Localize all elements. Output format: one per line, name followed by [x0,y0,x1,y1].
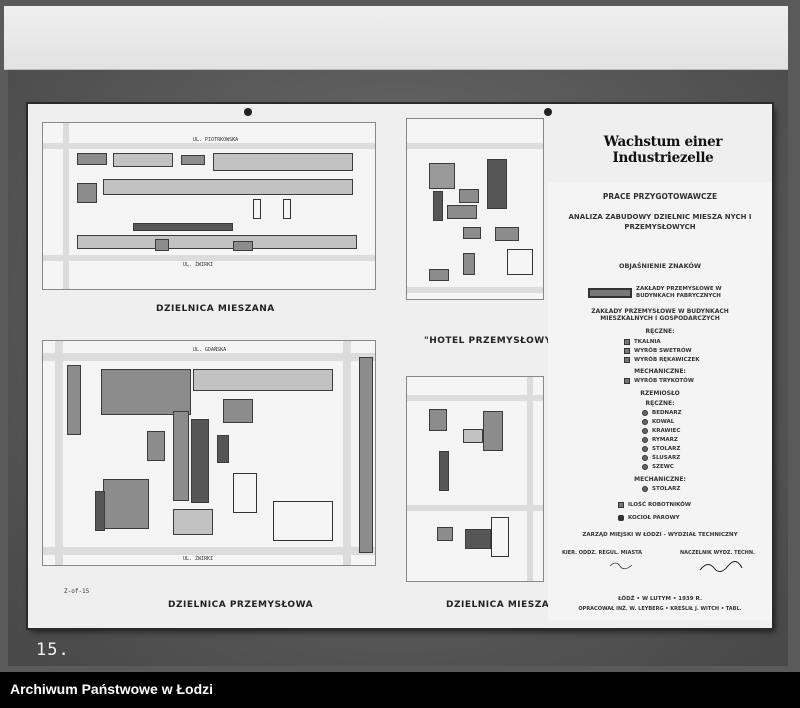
circle-icon [642,419,648,425]
legend-heading: OBJAŚNIENIE ZNAKÓW [618,262,702,270]
circle-icon [642,455,648,461]
legend-boiler: KOCIOŁ PAROWY [628,515,680,521]
square-icon [624,357,630,363]
caption-bottom-left: DZIELNICA PRZEMYSŁOWA [168,600,314,610]
section-title: PRACE PRZYGOTOWAWCZE [602,192,718,201]
board-title: Wachstum einer Industriezelle [603,134,723,166]
map-industrial-hotel [406,118,544,300]
manual-heading: RĘCZNE: [645,328,675,335]
boiler-icon [618,515,624,521]
square-icon [624,378,630,384]
legend-panel: Wachstum einer Industriezelle PRACE PRZY… [548,106,772,626]
craft-manual-heading: RĘCZNE: [645,400,675,407]
planning-board: UL. PIOTRKOWSKA UL. ŻWIRKI DZIELNICA MIE… [28,104,772,628]
craft-heading: RZEMIOSŁO [640,390,680,397]
legend-workers: ILOŚĆ ROBOTNIKÓW [628,502,691,508]
mechanical-heading: MECHANICZNE: [634,368,686,375]
map-industrial-district: UL. GDAŃSKA UL. ŻWIRKI [42,340,376,566]
signature-right-mark [699,561,743,572]
craft-item: SZEWC [652,464,674,470]
subtitle: ANALIZA ZABUDOWY DZIELNIC MIESZA NYCH I … [568,213,752,231]
manual-item: WYRÓB RĘKAWICZEK [634,357,700,363]
caption-top-right: "HOTEL PRZEMYSŁOWY" [424,336,557,346]
circle-icon [642,410,648,416]
craft-mechanical-heading: MECHANICZNE: [634,476,686,483]
craft-mechanical-item: STOLARZ [652,486,681,492]
date-line: ŁÓDŹ • W LUTYM • 1939 R. [618,596,702,602]
circle-icon [642,437,648,443]
pin-icon [244,108,252,116]
circle-icon [642,464,648,470]
manual-item: WYRÓB SWETRÓW [634,348,692,354]
signature-right: NACZELNIK WYDZ. TECHN. [680,550,755,556]
manual-item: TKALNIA [634,339,661,345]
map-mixed-district-bottom-right [406,376,544,582]
sheet-mark: Z-of-15 [64,588,90,595]
authority: ZARZĄD MIEJSKI W ŁODZI - WYDZIAŁ TECHNIC… [582,532,738,538]
signature-left: KIER. ODDZ. REGUL. MIASTA [562,550,643,556]
craft-item: KOWAL [652,419,675,425]
circle-icon [642,486,648,492]
workers-icon [618,502,624,508]
caption-bottom-right: DZIELNICA MIESZANA [446,600,565,610]
plate-number: 15. [36,640,70,660]
legend-box: PRACE PRZYGOTOWAWCZE ANALIZA ZABUDOWY DZ… [548,182,772,620]
paper-strip [4,6,788,70]
circle-icon [642,446,648,452]
craft-item: BEDNARZ [652,410,682,416]
archive-label: Archiwum Państwowe w Łodzi [10,681,214,697]
signature-left-mark [609,562,633,570]
circle-icon [642,428,648,434]
photograph: UL. PIOTRKOWSKA UL. ŻWIRKI DZIELNICA MIE… [0,0,800,672]
craft-item: ŚLUSARZ [652,455,681,461]
craft-item: STOLARZ [652,446,681,452]
square-icon [624,339,630,345]
craft-item: KRAWIEC [652,428,681,434]
caption-top-left: DZIELNICA MIESZANA [156,304,275,314]
factory-swatch-icon [588,288,632,298]
legend-residential: ZAKŁADY PRZEMYSŁOWE W BUDYNKACH MIESZKAL… [591,308,729,322]
map-mixed-district-top-left: UL. PIOTRKOWSKA UL. ŻWIRKI [42,122,376,290]
pin-icon [544,108,552,116]
mechanical-item: WYRÓB TRYKOTÓW [634,378,694,384]
craft-item: RYMARZ [652,437,678,443]
prepared-by: OPRACOWAŁ INŻ. W. LEYBERG • KREŚLIŁ J. W… [578,606,742,612]
legend-factory: ZAKŁADY PRZEMYSŁOWE W BUDYNKACH FABRYCZN… [588,286,746,300]
archive-footer [0,672,800,708]
square-icon [624,348,630,354]
